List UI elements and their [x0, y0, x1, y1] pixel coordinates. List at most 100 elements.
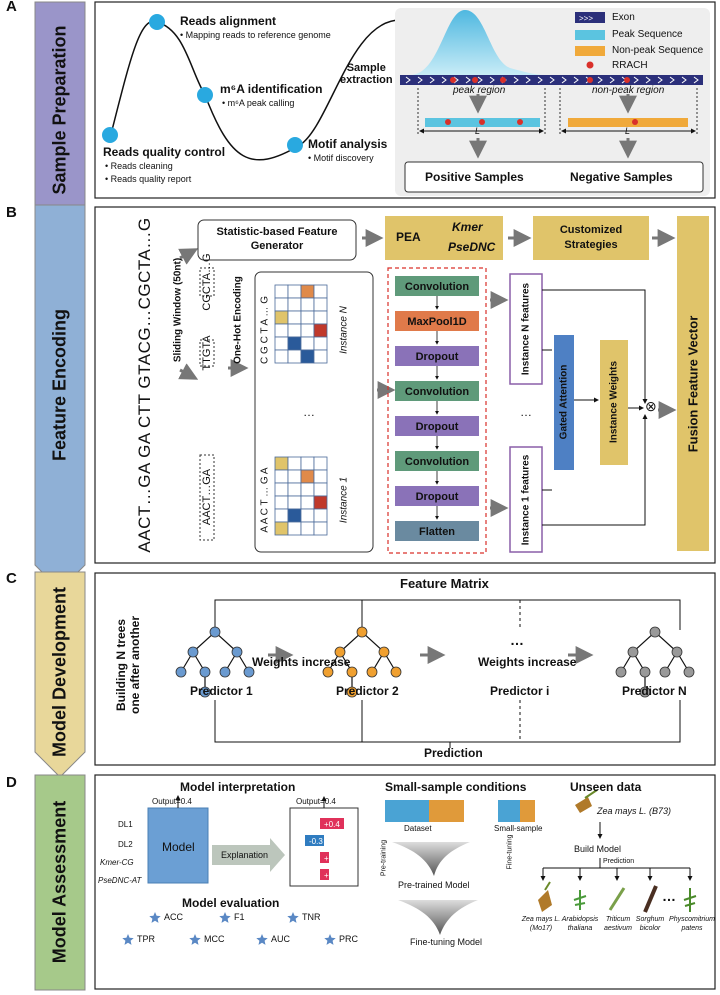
onehot-cell — [313, 349, 328, 364]
tree-node — [219, 666, 231, 678]
tree-node — [366, 666, 378, 678]
panel-c-frame — [94, 572, 716, 766]
onehot-label: One-Hot Encoding — [232, 276, 244, 364]
samples-box — [404, 161, 704, 193]
psednc-label: PseDNC — [448, 240, 496, 254]
onehot-cell — [313, 508, 328, 523]
kmer-label: Kmer — [452, 220, 483, 234]
onehot-cell — [313, 336, 328, 351]
exon-bar — [400, 75, 703, 85]
instance-n-features-label: Instance N features — [520, 282, 532, 376]
window-seq-mid: TTGTA — [201, 335, 213, 371]
onehot-cell — [313, 310, 328, 325]
explanation-arrow — [212, 838, 285, 872]
tree-node — [322, 666, 334, 678]
cnn-layer — [395, 451, 479, 471]
gated-attention-box — [554, 335, 574, 470]
panel-chevron-c — [34, 571, 86, 778]
shap-bar — [320, 852, 329, 863]
tree-node — [334, 646, 346, 658]
small-sample-label: Small-sample — [494, 824, 543, 833]
step-bullet: • m⁶A peak calling — [222, 98, 295, 108]
onehot-cell — [313, 456, 328, 471]
onehot-cell — [300, 284, 315, 299]
length-label: L — [475, 126, 481, 136]
onehot-cell — [274, 323, 289, 338]
onehot-cell — [274, 336, 289, 351]
dataset-label: Dataset — [404, 824, 432, 833]
onehot-cell — [300, 310, 315, 325]
onehot-cell — [287, 456, 302, 471]
onehot-cell — [287, 284, 302, 299]
prediction-label: Prediction — [424, 746, 483, 760]
step-title: Reads alignment — [180, 14, 277, 28]
tree-node — [390, 666, 402, 678]
onehot-cell — [287, 297, 302, 312]
cnn-layer — [395, 276, 479, 296]
shap-value: +0.1 — [324, 871, 340, 880]
instance-n-features-box — [509, 273, 543, 385]
onehot-cell — [313, 284, 328, 299]
tree-node — [356, 626, 368, 638]
tree-node — [231, 646, 243, 658]
onehot-cell — [287, 323, 302, 338]
onehot-cell — [300, 456, 315, 471]
panel-title-c: Model Development — [49, 586, 70, 758]
cnn-layer-label: Flatten — [419, 526, 455, 538]
onehot-cell — [300, 521, 315, 536]
small-sample-title: Small-sample conditions — [385, 780, 527, 794]
window-seq-1: AACT…GA — [201, 468, 213, 526]
input-sequence: AACT…GA GA CTT GTACG…CGCTA…G — [135, 217, 154, 553]
statistic-generator-box — [197, 219, 357, 261]
onehot-cell — [300, 349, 315, 364]
tree-node — [209, 626, 221, 638]
legend-nonpeak: Non-peak Sequence — [612, 45, 704, 56]
tree-node — [346, 686, 358, 698]
cnn-layer — [395, 346, 479, 366]
onehot-cell — [300, 297, 315, 312]
ellipsis: … — [510, 632, 524, 648]
feature-psednc: PseDNC-AT — [98, 876, 142, 885]
tree-node — [187, 646, 199, 658]
panel-chevron-d — [34, 774, 86, 991]
metric-star-icon — [122, 934, 134, 945]
shap-bar — [320, 818, 344, 829]
onehot-cell — [287, 349, 302, 364]
eval-title: Model evaluation — [182, 896, 280, 910]
step-dot — [149, 14, 165, 30]
onehot-cell — [287, 310, 302, 325]
metric-label: ACC — [164, 912, 184, 922]
onehot-cell — [274, 469, 289, 484]
step-bullet: • Mapping reads to reference genome — [180, 30, 331, 40]
tree-node — [199, 686, 211, 698]
pretraining-label: Pre-training — [380, 839, 388, 877]
onehot-cell — [300, 469, 315, 484]
corn-plant-icon — [538, 881, 552, 912]
species-zea-mo17: Zea mays L.(Mo17) — [521, 916, 561, 932]
zea-b73-label: Zea mays L. (B73) — [597, 806, 672, 816]
tree-node — [683, 666, 695, 678]
instance-n-seq: C G C T A … G — [259, 296, 271, 364]
onehot-cell — [274, 284, 289, 299]
model-box — [147, 807, 209, 884]
onehot-cell — [300, 508, 315, 523]
instance-1-seq: A A C T … G A — [259, 467, 271, 533]
finetuning-model-label: Fine-tuning Model — [410, 937, 483, 947]
cnn-layer-label: Dropout — [416, 491, 459, 503]
onehot-cell — [300, 323, 315, 338]
onehot-cell — [287, 495, 302, 510]
pretrain-funnel — [392, 842, 470, 876]
tree-node — [639, 666, 651, 678]
metric-label: MCC — [204, 934, 225, 944]
pea-box — [385, 216, 503, 260]
onehot-cell — [274, 482, 289, 497]
otimes-icon: ⊗ — [645, 398, 657, 414]
cnn-layer — [395, 381, 479, 401]
tree-node — [175, 666, 187, 678]
cnn-box — [387, 267, 487, 554]
panel-letter-b: B — [6, 204, 17, 221]
